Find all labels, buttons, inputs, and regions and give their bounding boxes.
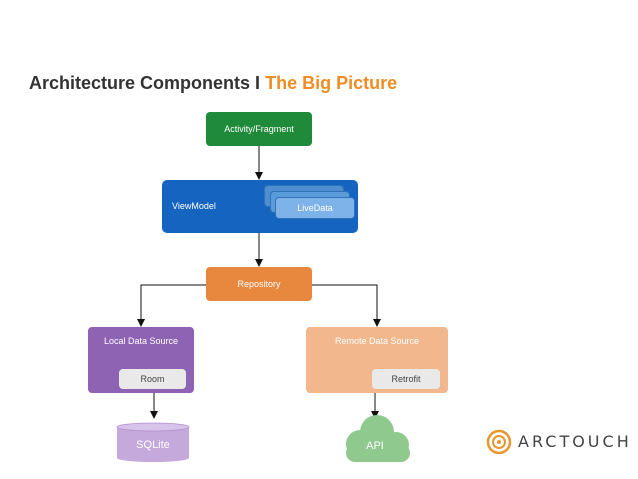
api-cloud-icon: [346, 415, 410, 462]
local-data-source-node: Local Data Source Room: [88, 327, 194, 393]
livedata-label: LiveData: [297, 203, 333, 213]
arctouch-logo-text: ARCTOUCH: [518, 432, 632, 451]
remote-data-source-node: Remote Data Source Retrofit: [306, 327, 448, 393]
local-data-source-label: Local Data Source: [103, 336, 179, 346]
room-pill: Room: [119, 369, 186, 389]
arrow-repository-to-local: [137, 284, 206, 327]
sqlite-label: SQLite: [136, 439, 170, 451]
arrow-repository-to-remote: [312, 284, 381, 327]
activity-fragment-node: Activity/Fragment: [206, 112, 312, 146]
livedata-card-front: LiveData: [275, 197, 355, 219]
viewmodel-node: ViewModel LiveData: [162, 180, 358, 233]
sqlite-cylinder-icon: [116, 422, 190, 462]
activity-fragment-label: Activity/Fragment: [224, 124, 294, 134]
arctouch-logo-icon: [486, 429, 512, 455]
title-accent: The Big Picture: [265, 73, 398, 93]
title-separator: I: [255, 73, 261, 93]
title-main: Architecture Components: [29, 73, 251, 93]
viewmodel-label: ViewModel: [172, 201, 216, 211]
retrofit-label: Retrofit: [391, 374, 421, 384]
remote-data-source-label: Remote Data Source: [334, 336, 420, 346]
repository-label: Repository: [237, 279, 281, 289]
page-title: Architecture Components I The Big Pictur…: [29, 73, 397, 94]
retrofit-pill: Retrofit: [372, 369, 440, 389]
api-label: API: [366, 440, 384, 452]
room-label: Room: [140, 374, 165, 384]
repository-node: Repository: [206, 267, 312, 301]
